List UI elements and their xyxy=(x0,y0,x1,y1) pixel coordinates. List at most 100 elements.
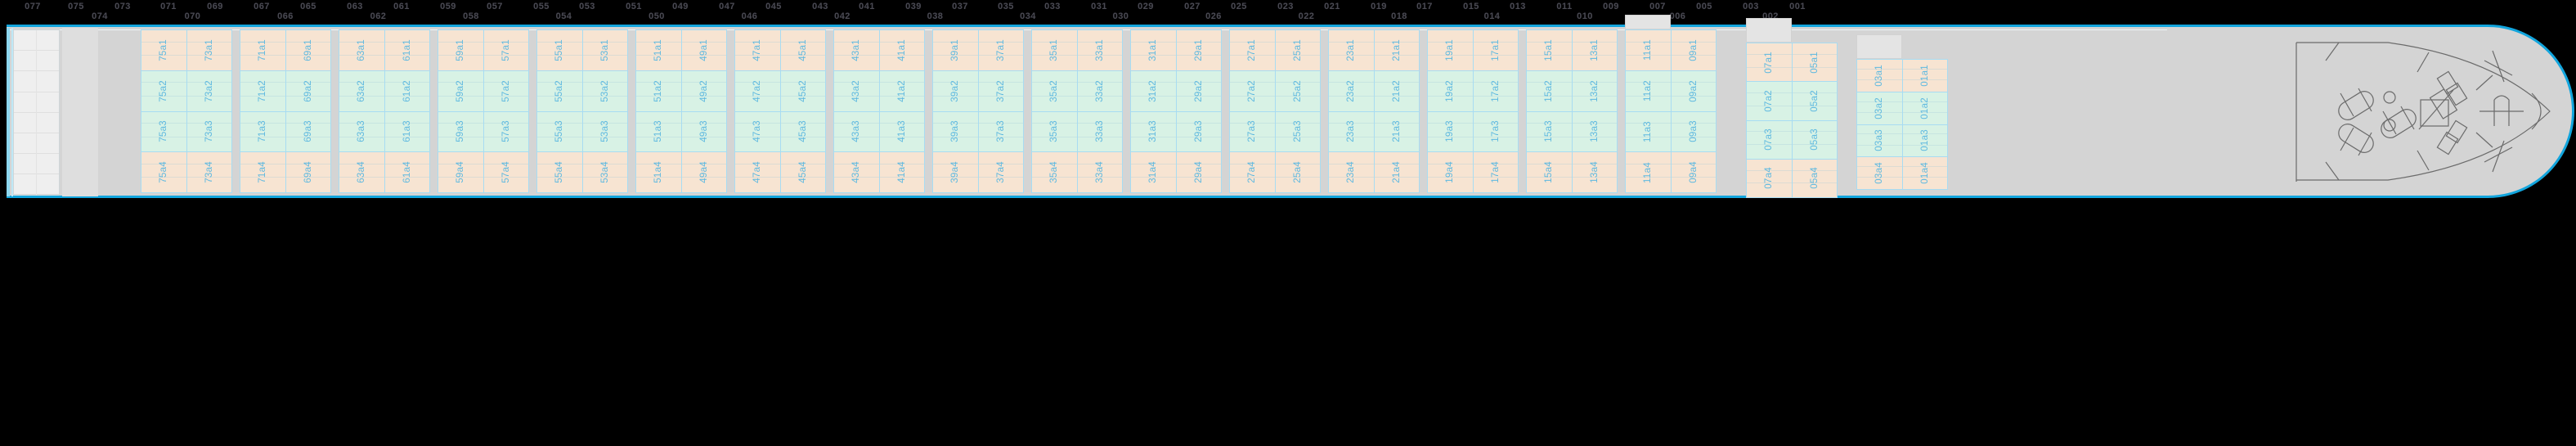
container-cell[interactable]: 55a1 xyxy=(537,30,583,70)
container-cell[interactable]: 23a3 xyxy=(1329,111,1375,152)
container-cell[interactable]: 09a3 xyxy=(1671,112,1716,152)
container-cell[interactable]: 49a1 xyxy=(681,30,726,70)
container-cell[interactable]: 09a4 xyxy=(1671,152,1716,192)
container-cell[interactable]: 69a1 xyxy=(285,30,330,70)
container-cell[interactable]: 33a2 xyxy=(1077,71,1122,111)
container-cell[interactable]: 63a4 xyxy=(339,152,385,192)
container-cell[interactable]: 03a2 xyxy=(1857,92,1903,124)
container-cell[interactable]: 17a3 xyxy=(1473,112,1518,152)
container-cell[interactable]: 29a1 xyxy=(1176,30,1221,70)
container-cell[interactable]: 09a2 xyxy=(1671,71,1716,111)
container-cell[interactable]: 69a3 xyxy=(285,112,330,152)
container-cell[interactable]: 37a4 xyxy=(978,152,1023,192)
container-cell[interactable]: 25a4 xyxy=(1275,152,1320,192)
container-cell[interactable]: 01a3 xyxy=(1902,125,1947,157)
container-cell[interactable]: 21a4 xyxy=(1374,152,1419,192)
container-cell[interactable]: 15a3 xyxy=(1527,111,1573,152)
container-cell[interactable]: 23a2 xyxy=(1329,70,1375,111)
container-cell[interactable]: 17a4 xyxy=(1473,152,1518,192)
container-cell[interactable]: 75a4 xyxy=(141,152,187,192)
container-cell[interactable]: 47a3 xyxy=(735,111,781,152)
container-cell[interactable]: 73a1 xyxy=(186,30,231,70)
container-cell[interactable]: 41a1 xyxy=(879,30,924,70)
container-cell[interactable]: 59a1 xyxy=(438,30,484,70)
container-cell[interactable]: 01a4 xyxy=(1902,157,1947,189)
container-cell[interactable]: 17a2 xyxy=(1473,71,1518,111)
container-cell[interactable]: 59a2 xyxy=(438,70,484,111)
container-cell[interactable]: 75a1 xyxy=(141,30,187,70)
container-cell[interactable]: 21a2 xyxy=(1374,71,1419,111)
container-cell[interactable]: 71a1 xyxy=(240,30,286,70)
container-cell[interactable]: 73a4 xyxy=(186,152,231,192)
container-cell[interactable]: 71a3 xyxy=(240,111,286,152)
container-cell[interactable]: 05a2 xyxy=(1792,82,1837,119)
container-cell[interactable]: 49a3 xyxy=(681,112,726,152)
container-cell[interactable]: 51a1 xyxy=(636,30,682,70)
container-cell[interactable]: 33a4 xyxy=(1077,152,1122,192)
container-cell[interactable]: 53a3 xyxy=(582,112,627,152)
container-cell[interactable]: 71a4 xyxy=(240,152,286,192)
container-cell[interactable]: 47a1 xyxy=(735,30,781,70)
container-cell[interactable]: 17a1 xyxy=(1473,30,1518,70)
container-cell[interactable]: 61a2 xyxy=(384,71,429,111)
container-cell[interactable]: 25a1 xyxy=(1275,30,1320,70)
container-cell[interactable]: 29a2 xyxy=(1176,71,1221,111)
container-cell[interactable]: 61a1 xyxy=(384,30,429,70)
container-cell[interactable]: 19a2 xyxy=(1428,70,1474,111)
container-cell[interactable]: 43a4 xyxy=(834,152,880,192)
container-cell[interactable]: 03a4 xyxy=(1857,157,1903,189)
container-cell[interactable]: 39a3 xyxy=(933,111,979,152)
container-cell[interactable]: 05a4 xyxy=(1792,160,1837,197)
container-cell[interactable]: 23a4 xyxy=(1329,152,1375,192)
container-cell[interactable]: 29a4 xyxy=(1176,152,1221,192)
container-cell[interactable]: 47a4 xyxy=(735,152,781,192)
container-cell[interactable]: 41a2 xyxy=(879,71,924,111)
container-cell[interactable]: 57a4 xyxy=(483,152,528,192)
container-cell[interactable]: 31a2 xyxy=(1131,70,1177,111)
container-cell[interactable]: 73a3 xyxy=(186,112,231,152)
container-cell[interactable]: 49a2 xyxy=(681,71,726,111)
container-cell[interactable]: 21a1 xyxy=(1374,30,1419,70)
container-cell[interactable]: 53a1 xyxy=(582,30,627,70)
container-cell[interactable]: 11a1 xyxy=(1626,30,1672,70)
container-cell[interactable]: 53a4 xyxy=(582,152,627,192)
container-cell[interactable]: 05a3 xyxy=(1792,121,1837,159)
container-cell[interactable]: 47a2 xyxy=(735,70,781,111)
container-cell[interactable]: 13a2 xyxy=(1572,71,1617,111)
container-cell[interactable]: 31a4 xyxy=(1131,152,1177,192)
container-cell[interactable]: 19a4 xyxy=(1428,152,1474,192)
container-cell[interactable]: 07a4 xyxy=(1747,159,1793,197)
container-cell[interactable]: 45a4 xyxy=(780,152,825,192)
container-cell[interactable]: 27a4 xyxy=(1230,152,1276,192)
container-cell[interactable]: 29a3 xyxy=(1176,112,1221,152)
container-cell[interactable]: 35a2 xyxy=(1032,70,1078,111)
container-cell[interactable]: 61a3 xyxy=(384,112,429,152)
container-cell[interactable]: 35a3 xyxy=(1032,111,1078,152)
container-cell[interactable]: 07a1 xyxy=(1747,43,1793,82)
container-cell[interactable]: 69a2 xyxy=(285,71,330,111)
container-cell[interactable]: 61a4 xyxy=(384,152,429,192)
container-cell[interactable]: 37a2 xyxy=(978,71,1023,111)
container-cell[interactable]: 15a4 xyxy=(1527,152,1573,192)
container-cell[interactable]: 05a1 xyxy=(1792,43,1837,81)
container-cell[interactable]: 71a2 xyxy=(240,70,286,111)
container-cell[interactable]: 11a2 xyxy=(1626,70,1672,111)
container-cell[interactable]: 35a4 xyxy=(1032,152,1078,192)
container-cell[interactable]: 51a2 xyxy=(636,70,682,111)
container-cell[interactable]: 41a3 xyxy=(879,112,924,152)
container-cell[interactable]: 69a4 xyxy=(285,152,330,192)
container-cell[interactable]: 73a2 xyxy=(186,71,231,111)
container-cell[interactable]: 57a3 xyxy=(483,112,528,152)
container-cell[interactable]: 15a2 xyxy=(1527,70,1573,111)
container-cell[interactable]: 21a3 xyxy=(1374,112,1419,152)
container-cell[interactable]: 43a3 xyxy=(834,111,880,152)
container-cell[interactable]: 53a2 xyxy=(582,71,627,111)
container-cell[interactable]: 09a1 xyxy=(1671,30,1716,70)
